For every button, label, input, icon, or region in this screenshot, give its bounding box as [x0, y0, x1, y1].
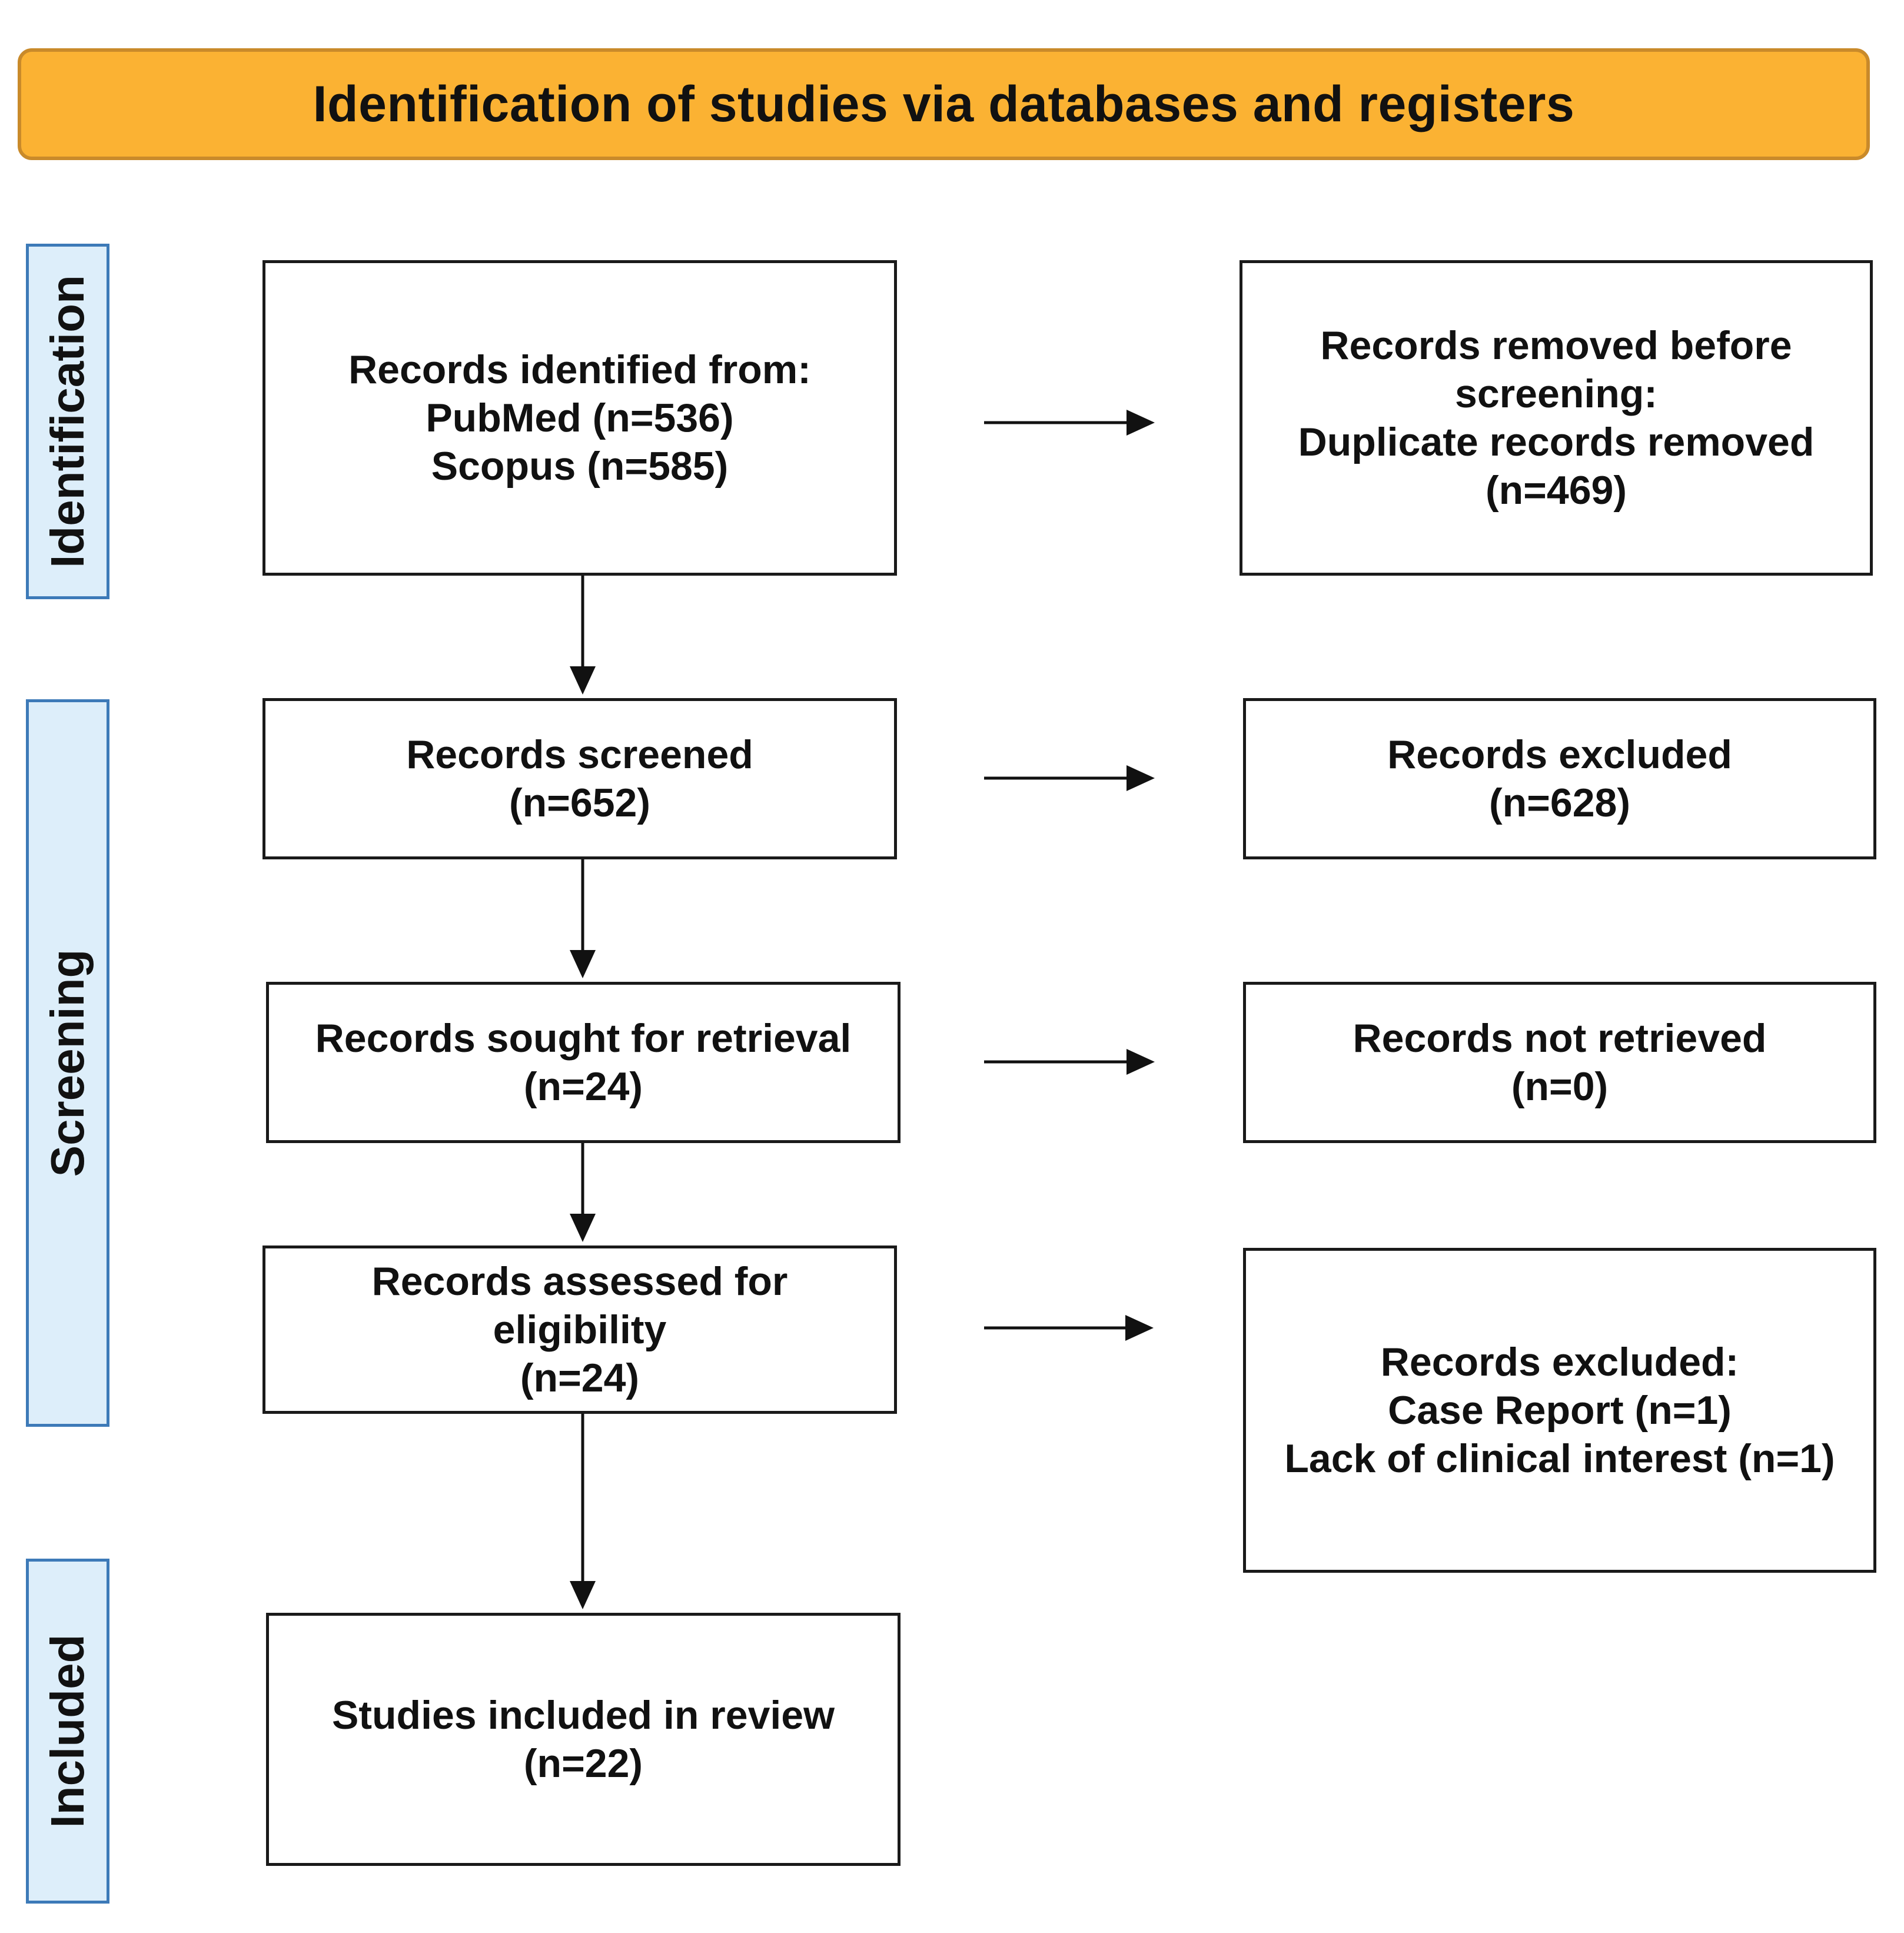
box-records-screened: Records screened (n=652) [262, 698, 897, 859]
box-line: (n=0) [1511, 1064, 1609, 1109]
box-line: (n=24) [520, 1356, 640, 1400]
box-line: Studies included in review [332, 1693, 835, 1738]
box-line: Records not retrieved [1353, 1016, 1767, 1061]
box-records-excluded-reasons: Records excluded: Case Report (n=1) Lack… [1243, 1248, 1876, 1573]
box-line: Duplicate records removed [1298, 420, 1815, 464]
box-line: Records identified from: [348, 347, 811, 392]
arrow-to-removed [984, 410, 1155, 436]
box-line: Records assessed for [371, 1259, 788, 1304]
box-line: (n=469) [1486, 468, 1627, 513]
box-records-sought: Records sought for retrieval (n=24) [266, 982, 901, 1143]
arrow-to-not-retrieved [984, 1049, 1155, 1075]
stage-label-screening: Screening [26, 699, 109, 1427]
box-records-not-retrieved: Records not retrieved (n=0) [1243, 982, 1876, 1143]
arrow-to-screened [570, 576, 596, 695]
box-line: Records sought for retrieval [315, 1016, 852, 1061]
arrow-to-excluded [984, 765, 1155, 791]
stage-label-identification: Identification [26, 244, 109, 599]
box-line: Records excluded [1387, 732, 1732, 777]
stage-label-included: Included [26, 1559, 109, 1904]
box-line: Lack of clinical interest (n=1) [1284, 1436, 1835, 1481]
header-title: Identification of studies via databases … [313, 75, 1575, 132]
box-line: (n=652) [509, 780, 650, 825]
box-records-removed: Records removed before screening: Duplic… [1240, 260, 1873, 576]
box-line: PubMed (n=536) [426, 396, 734, 440]
arrow-to-excluded-reasons [984, 1315, 1154, 1341]
box-line: Records screened [406, 732, 753, 777]
box-records-excluded: Records excluded (n=628) [1243, 698, 1876, 859]
box-line: (n=628) [1489, 780, 1630, 825]
box-records-identified: Records identified from: PubMed (n=536) … [262, 260, 897, 576]
header-banner: Identification of studies via databases … [18, 48, 1870, 160]
box-records-assessed: Records assessed for eligibility (n=24) [262, 1246, 897, 1414]
box-line: screening: [1455, 371, 1657, 416]
arrow-to-sought [570, 859, 596, 978]
box-line: Records excluded: [1380, 1340, 1739, 1384]
box-studies-included: Studies included in review (n=22) [266, 1613, 901, 1866]
box-line: (n=22) [523, 1741, 643, 1786]
arrow-to-assessed [570, 1143, 596, 1242]
box-line: Case Report (n=1) [1388, 1388, 1732, 1433]
box-line: (n=24) [523, 1064, 643, 1109]
box-line: Records removed before [1320, 323, 1792, 368]
box-line: eligibility [493, 1307, 667, 1352]
box-line: Scopus (n=585) [431, 444, 729, 489]
arrow-to-included [570, 1414, 596, 1609]
